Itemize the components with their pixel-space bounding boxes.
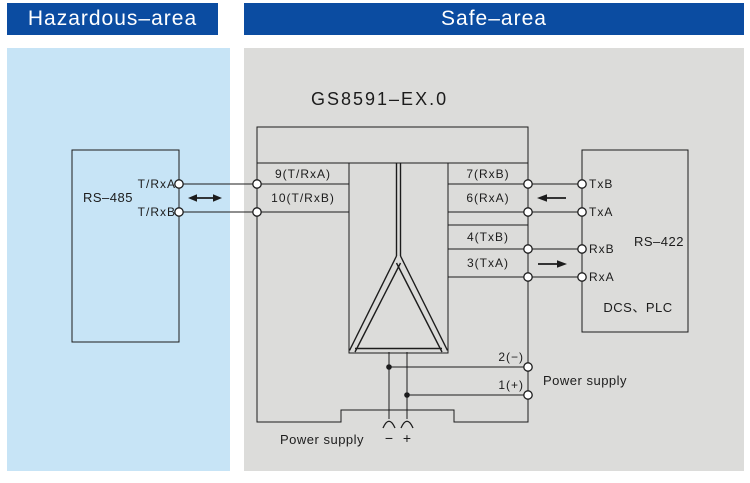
hazardous-area-title: Hazardous–area — [27, 7, 198, 30]
power-supply-right-label: Power supply — [543, 372, 628, 388]
hazardous-area-header: Hazardous–area — [7, 3, 218, 35]
rs485-box — [71, 149, 180, 343]
right-arrow-icon — [538, 260, 567, 268]
terminal-circles — [174, 179, 587, 400]
rs422-label: RS–422 — [634, 233, 684, 249]
safe-area-header: Safe–area — [244, 3, 744, 35]
signal-arrows — [188, 194, 567, 268]
polarity-minus-label: − — [384, 430, 394, 446]
rs422-terminal-rxa: RxA — [589, 269, 615, 284]
rs422-terminal-txb: TxB — [589, 176, 614, 191]
rs422-terminal-rxb: RxB — [589, 241, 615, 256]
device-title: GS8591–EX.0 — [311, 88, 449, 109]
terminal-label-7: 7(RxB) — [466, 166, 510, 181]
rs422-box — [581, 149, 689, 333]
power-supply-bottom-label: Power supply — [280, 431, 365, 447]
bidirectional-arrow-icon — [188, 194, 222, 202]
junction-dots — [386, 364, 410, 398]
rs422-terminal-txa: TxA — [589, 204, 614, 219]
terminal-label-3: 3(TxA) — [467, 256, 509, 270]
safe-area-region — [244, 48, 744, 471]
isolator-module-box — [348, 162, 449, 354]
terminal-label-4: 4(TxB) — [467, 230, 509, 244]
dcs-plc-label: DCS、PLC — [603, 300, 673, 315]
terminal-label-9: 9(T/RxA) — [275, 166, 331, 181]
wiring-lines — [71, 126, 689, 423]
power-wire-end-hooks — [382, 420, 414, 429]
hazardous-area-region — [7, 48, 230, 471]
terminal-label-2-minus: 2(−) — [498, 350, 524, 364]
isolation-amplifier-symbol — [348, 163, 449, 353]
safe-area-title: Safe–area — [441, 7, 547, 30]
terminal-label-6: 6(RxA) — [466, 191, 510, 205]
left-arrow-icon — [537, 194, 566, 202]
polarity-plus-label: + — [402, 430, 412, 446]
rs485-terminal-trxb: T/RxB — [137, 204, 176, 219]
terminal-label-1-plus: 1(+) — [498, 378, 524, 392]
rs485-label: RS–485 — [83, 189, 133, 205]
terminal-label-10: 10(T/RxB) — [271, 191, 335, 205]
rs485-terminal-trxa: T/RxA — [137, 176, 176, 191]
